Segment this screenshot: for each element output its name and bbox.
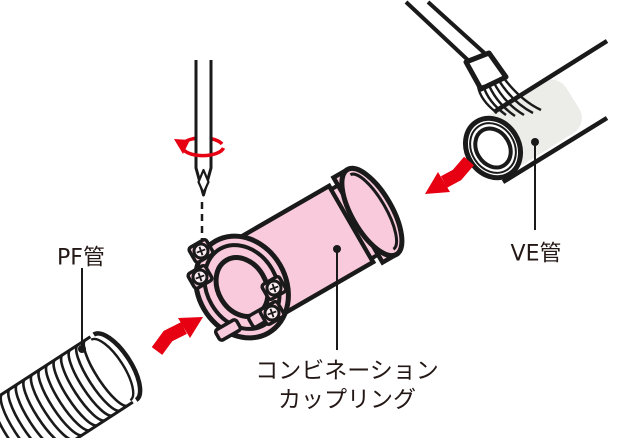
clamp-screw bbox=[186, 263, 214, 291]
corrugation-arc bbox=[52, 358, 99, 427]
pf-pipe-bottom-edge bbox=[14, 400, 134, 438]
pf-pipe-body bbox=[0, 331, 143, 438]
coupling-leader-dot bbox=[333, 245, 341, 253]
cable-edge-right bbox=[426, 0, 493, 61]
label-coupling-line2: カップリング bbox=[278, 387, 416, 413]
corrugation-arc bbox=[6, 387, 54, 438]
phillips-cross-icon bbox=[269, 283, 279, 293]
corrugation-arc bbox=[29, 373, 76, 438]
ve-pipe-top-edge bbox=[492, 39, 609, 114]
clamp-screw bbox=[258, 299, 286, 327]
phillips-cross-icon bbox=[196, 246, 206, 256]
corrugation-arc bbox=[59, 353, 106, 422]
wire bbox=[486, 82, 516, 117]
cable-edge-left bbox=[404, 0, 473, 65]
corrugation-arc bbox=[0, 397, 38, 438]
screwdriver bbox=[174, 60, 226, 243]
wire bbox=[502, 76, 542, 112]
phillips-cross-icon bbox=[195, 272, 205, 282]
corrugation-arc bbox=[0, 392, 46, 438]
corrugation-arc bbox=[82, 338, 129, 408]
insert-arrow-ve-head bbox=[425, 172, 450, 194]
cable-jacket-end bbox=[463, 50, 509, 92]
label-coupling-line1: コンビネーション bbox=[255, 358, 439, 384]
phillips-cross-icon bbox=[267, 308, 277, 318]
pf-pipe-end-cap bbox=[92, 331, 143, 402]
coupling-flange-face bbox=[339, 165, 405, 259]
insert-arrow-pf-head bbox=[178, 317, 203, 338]
clamp-screws bbox=[186, 237, 288, 327]
insert-arrow-pf bbox=[151, 317, 203, 355]
ve-pipe bbox=[404, 0, 609, 230]
corrugation-arc bbox=[22, 378, 69, 438]
clamp-screw bbox=[187, 237, 215, 265]
screwdriver-shaft-outline bbox=[194, 60, 213, 197]
insert-arrow-pf-shaft bbox=[151, 322, 187, 355]
insert-arrow-ve-shaft bbox=[440, 156, 474, 188]
ve-pipe-mouth-rim bbox=[469, 122, 517, 174]
pf-pipe-corrugations bbox=[0, 338, 129, 438]
cable-wires bbox=[476, 76, 542, 117]
clamp-ring-inner bbox=[202, 243, 282, 331]
corrugation-arc bbox=[44, 363, 91, 432]
pf-pipe-top-edge bbox=[0, 335, 92, 415]
wire bbox=[481, 84, 507, 116]
label-pf-pipe: PF管 bbox=[57, 246, 105, 271]
screwdriver-shaft-fill bbox=[196, 60, 211, 195]
clamp-tab bbox=[213, 318, 243, 342]
corrugation-arc bbox=[67, 348, 114, 417]
screwdriver-tip-facet bbox=[197, 168, 210, 195]
cable bbox=[404, 0, 509, 92]
coupling-flange-lip-line bbox=[349, 172, 399, 251]
clamp-screw bbox=[260, 274, 288, 302]
pf-pipe-end-rim bbox=[90, 337, 135, 402]
ve-pipe-bottom-edge bbox=[501, 116, 609, 184]
ve-pipe-mouth bbox=[463, 115, 523, 181]
pf-pipe bbox=[0, 268, 143, 438]
corrugation-arc bbox=[74, 343, 121, 413]
wire bbox=[491, 80, 525, 117]
rotation-arrow-head bbox=[174, 139, 190, 154]
wire bbox=[476, 85, 498, 114]
insert-arrow-ve bbox=[425, 156, 474, 194]
pf-pipe-fill bbox=[0, 333, 141, 438]
label-ve-pipe: VE管 bbox=[511, 242, 562, 267]
corrugation-arc bbox=[14, 383, 61, 438]
combination-coupling bbox=[186, 165, 405, 350]
ve-pipe-bore bbox=[473, 126, 513, 170]
wire bbox=[496, 78, 534, 115]
ve-leader-dot bbox=[531, 138, 539, 146]
corrugation-arc bbox=[37, 368, 84, 437]
